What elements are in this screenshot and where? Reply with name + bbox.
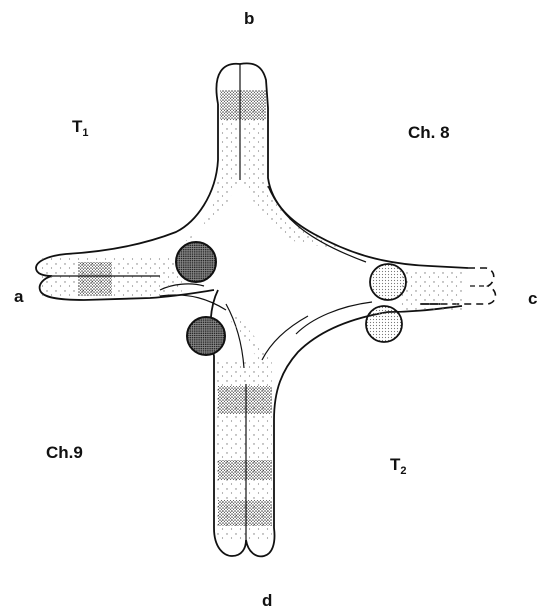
label-ch9: Ch.9 [46,444,83,461]
label-c: c [528,290,537,307]
label-t2-letter: T [390,455,400,474]
centromere-light-upper [370,264,406,300]
band-d1 [218,386,272,414]
label-b: b [244,10,254,27]
arm-b [36,63,468,268]
band-d2 [218,460,272,480]
label-t1: T1 [72,118,89,135]
label-ch8: Ch. 8 [408,124,450,141]
label-a: a [14,288,23,305]
label-t1-letter: T [72,117,82,136]
label-t1-sub: 1 [82,127,88,139]
band-b [220,90,266,120]
centromere-dark-lower [187,317,225,355]
label-t2-sub: 2 [400,465,406,477]
centromere-light-lower [366,306,402,342]
label-t2: T2 [390,456,407,473]
band-d3 [218,500,272,526]
band-a [78,262,112,296]
label-d: d [262,592,272,609]
arm-d [211,290,388,556]
centromere-dark-upper [176,242,216,282]
